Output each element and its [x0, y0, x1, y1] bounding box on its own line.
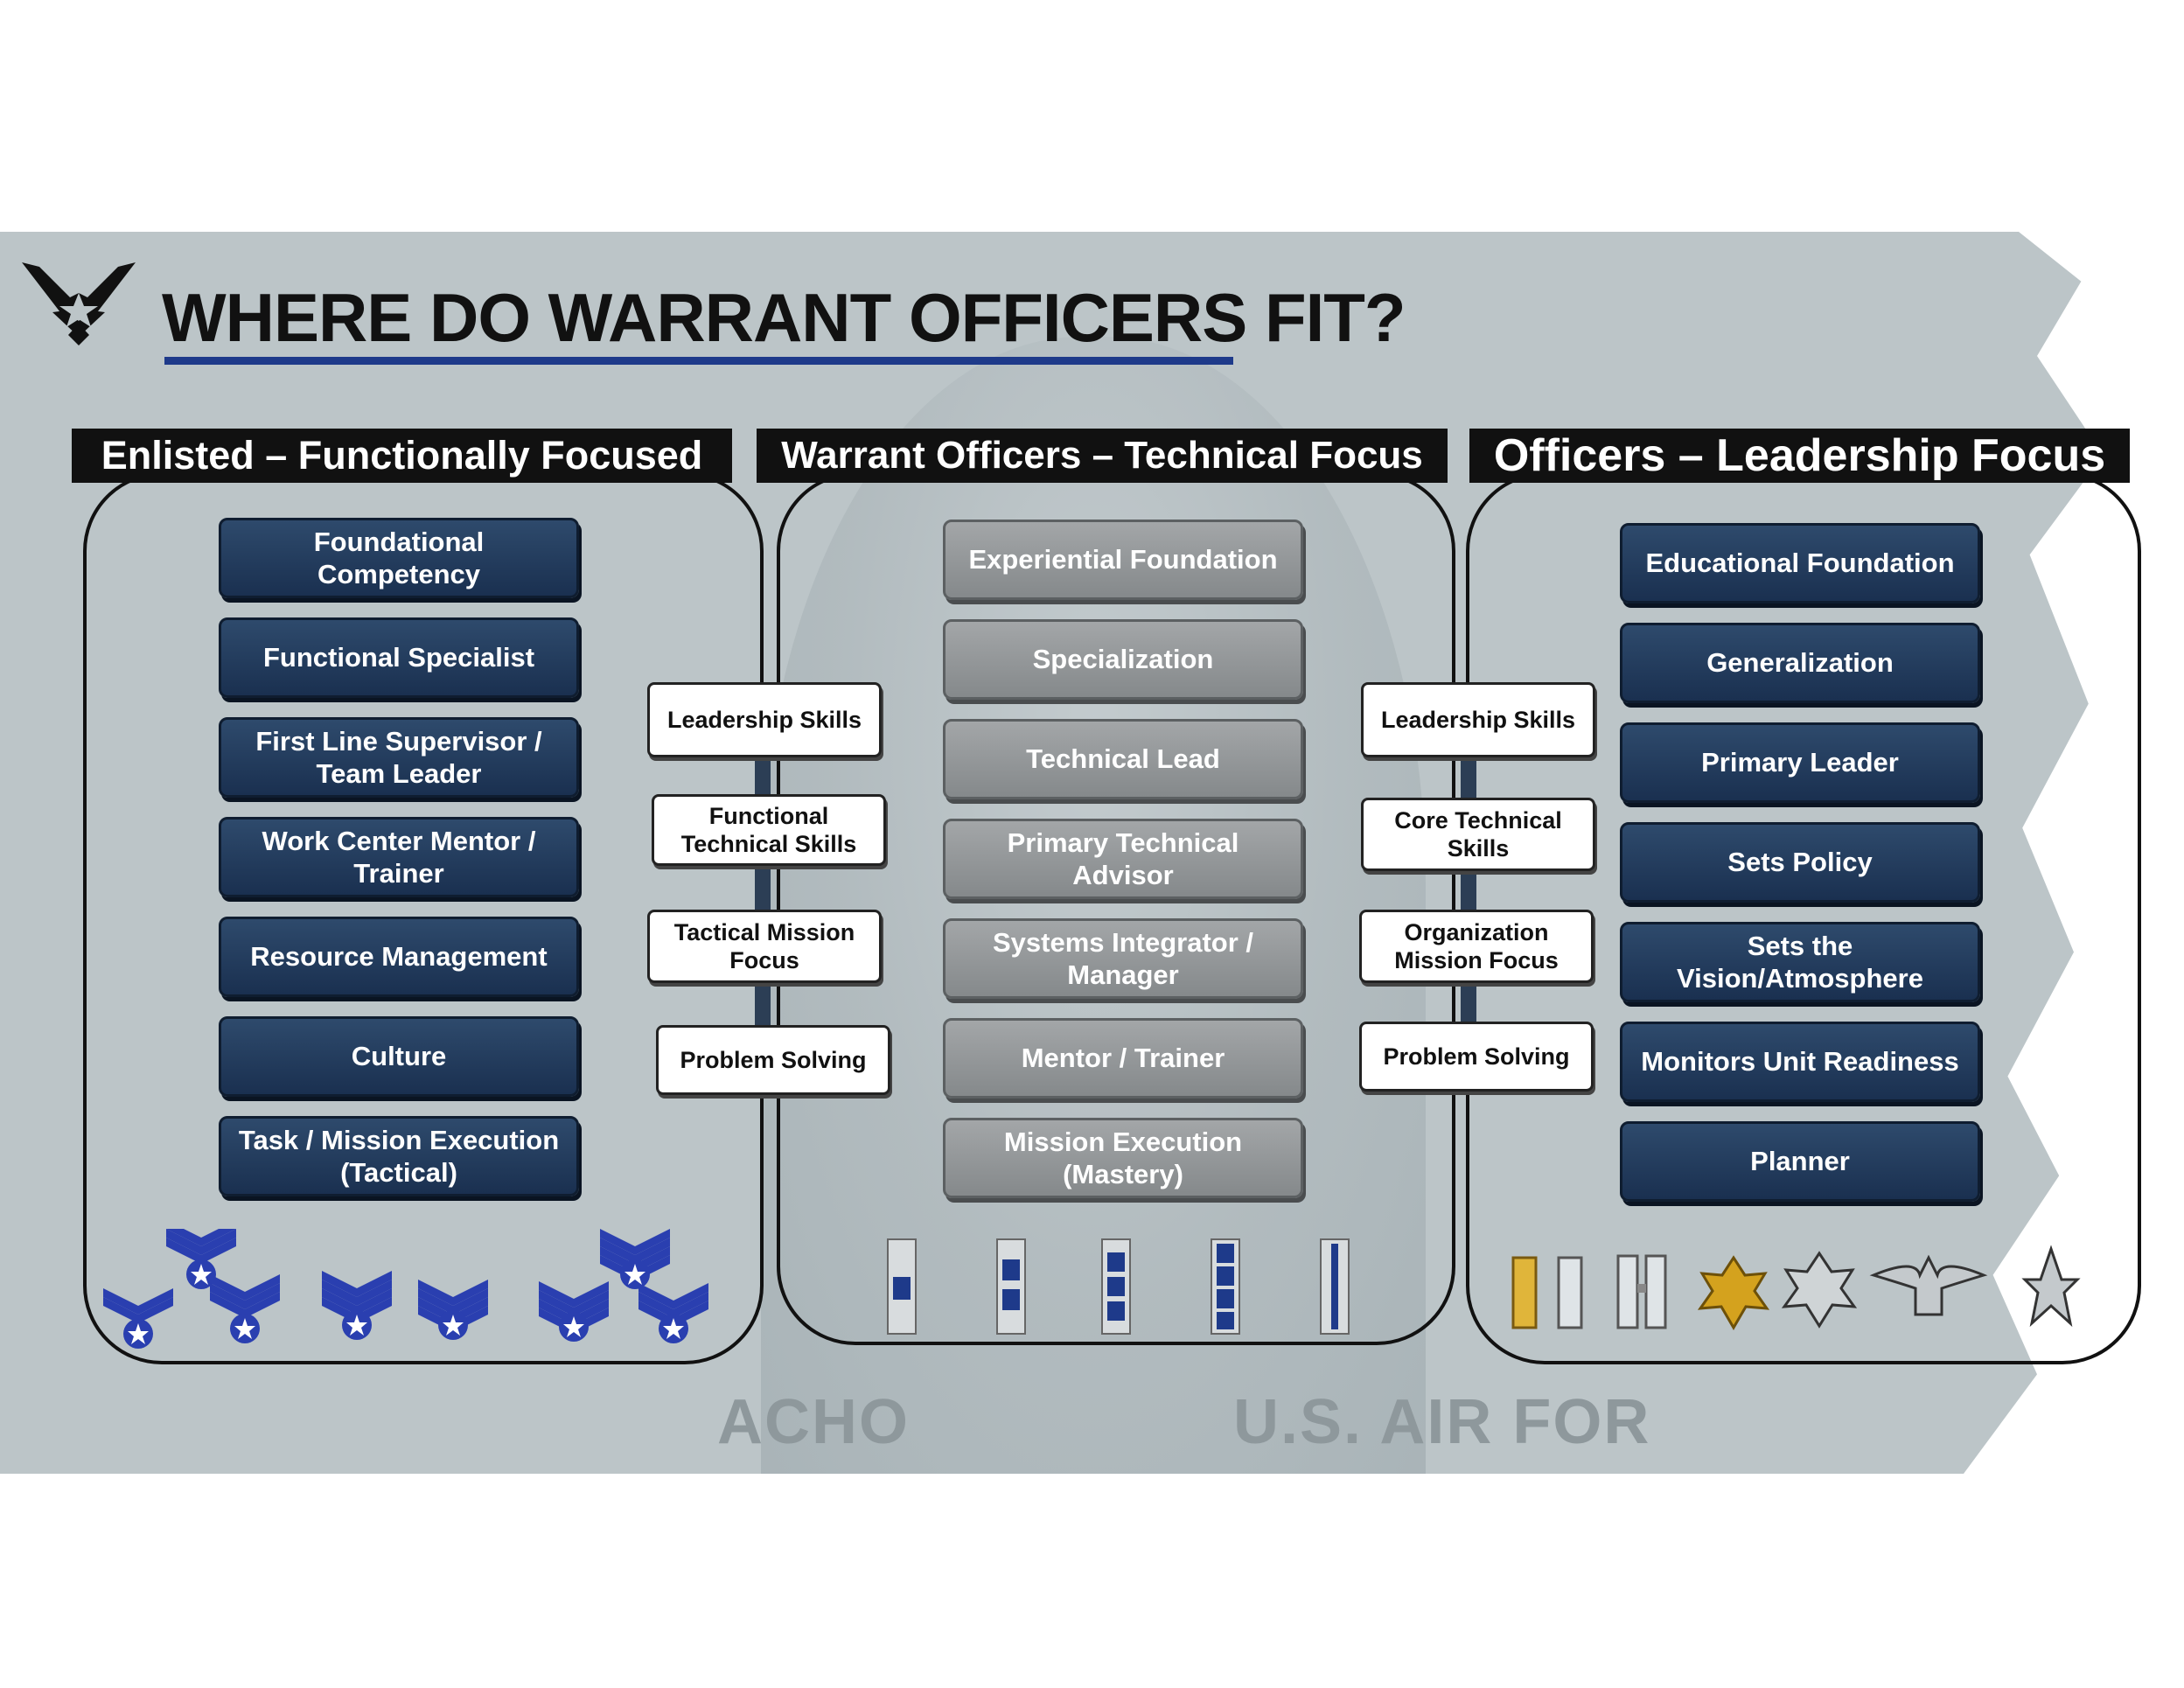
officers-item: Monitors Unit Readiness	[1620, 1022, 1980, 1102]
warrant-item: Mentor / Trainer	[943, 1018, 1303, 1099]
warrant-item: Technical Lead	[943, 719, 1303, 799]
officers-item: Generalization	[1620, 623, 1980, 703]
enlisted-item: Functional Specialist	[219, 617, 579, 698]
brigadier-general-star-icon	[2021, 1245, 2081, 1328]
cw5-bar-icon	[1320, 1238, 1350, 1335]
right-skill-box: Leadership Skills	[1361, 682, 1595, 757]
left-skill-box: Functional Technical Skills	[652, 794, 886, 866]
name-tape-text: ACHO	[717, 1387, 910, 1457]
warrant-item: Mission Execution (Mastery)	[943, 1118, 1303, 1198]
chief-master-sergeant-stripes-icon	[600, 1229, 670, 1289]
officers-item: Sets the Vision/Atmosphere	[1620, 922, 1980, 1002]
officers-item: Planner	[1620, 1121, 1980, 1202]
captain-bars-icon	[1616, 1254, 1667, 1329]
wo1-bar-icon	[887, 1238, 917, 1335]
senior-airman-stripes-icon	[166, 1229, 236, 1289]
right-skill-box: Core Technical Skills	[1361, 798, 1595, 871]
cw4-bar-icon	[1211, 1238, 1240, 1335]
left-connector-line	[755, 743, 771, 1058]
officers-item: Educational Foundation	[1620, 523, 1980, 603]
first-lieutenant-bar-icon	[1557, 1256, 1583, 1329]
warrant-item: Experiential Foundation	[943, 520, 1303, 600]
major-oak-leaf-icon	[1697, 1255, 1770, 1330]
officers-item: Sets Policy	[1620, 822, 1980, 903]
enlisted-item: Task / Mission Execution (Tactical)	[219, 1116, 579, 1196]
warrant-item: Specialization	[943, 619, 1303, 700]
enlisted-item: First Line Supervisor / Team Leader	[219, 717, 579, 798]
chief-master-sergeant-stripes-icon	[638, 1283, 708, 1343]
right-connector-line	[1461, 743, 1476, 1058]
staff-sergeant-stripes-icon	[210, 1274, 280, 1343]
enlisted-item: Culture	[219, 1016, 579, 1097]
page-title: WHERE DO WARRANT OFFICERS FIT?	[162, 279, 1406, 356]
cw3-bar-icon	[1101, 1238, 1131, 1335]
usaf-tape-text: U.S. AIR FOR	[1233, 1387, 1651, 1457]
right-skill-box: Problem Solving	[1359, 1022, 1594, 1092]
left-skill-box: Problem Solving	[656, 1025, 890, 1095]
cw2-bar-icon	[996, 1238, 1026, 1335]
enlisted-item: Foundational Competency	[219, 518, 579, 598]
technical-sergeant-stripes-icon	[322, 1271, 392, 1340]
enlisted-item: Work Center Mentor / Trainer	[219, 817, 579, 897]
air-force-wings-icon	[22, 262, 136, 345]
enlisted-item: Resource Management	[219, 917, 579, 997]
senior-master-sergeant-stripes-icon	[539, 1281, 609, 1342]
master-sergeant-stripes-icon	[418, 1280, 488, 1340]
warrant-column-frame	[777, 472, 1455, 1345]
officer-insignia-row	[1511, 1245, 2081, 1330]
warrant-insignia-row	[887, 1238, 1350, 1335]
warrant-header: Warrant Officers – Technical Focus	[757, 429, 1448, 483]
right-skill-box: Organization Mission Focus	[1359, 910, 1594, 983]
left-skill-box: Leadership Skills	[647, 682, 882, 757]
colonel-eagle-icon	[1869, 1254, 1988, 1316]
warrant-item: Primary Technical Advisor	[943, 819, 1303, 899]
left-skill-box: Tactical Mission Focus	[647, 910, 882, 983]
title-underline	[164, 357, 1233, 365]
enlisted-insignia-row	[103, 1229, 708, 1349]
second-lieutenant-bar-icon	[1511, 1256, 1538, 1329]
officers-item: Primary Leader	[1620, 722, 1980, 803]
officers-header: Officers – Leadership Focus	[1469, 429, 2130, 483]
enlisted-header: Enlisted – Functionally Focused	[72, 429, 732, 483]
warrant-item: Systems Integrator / Manager	[943, 918, 1303, 999]
lieutenant-colonel-oak-leaf-icon	[1781, 1251, 1858, 1329]
airman-first-class-stripes-icon	[103, 1288, 173, 1349]
